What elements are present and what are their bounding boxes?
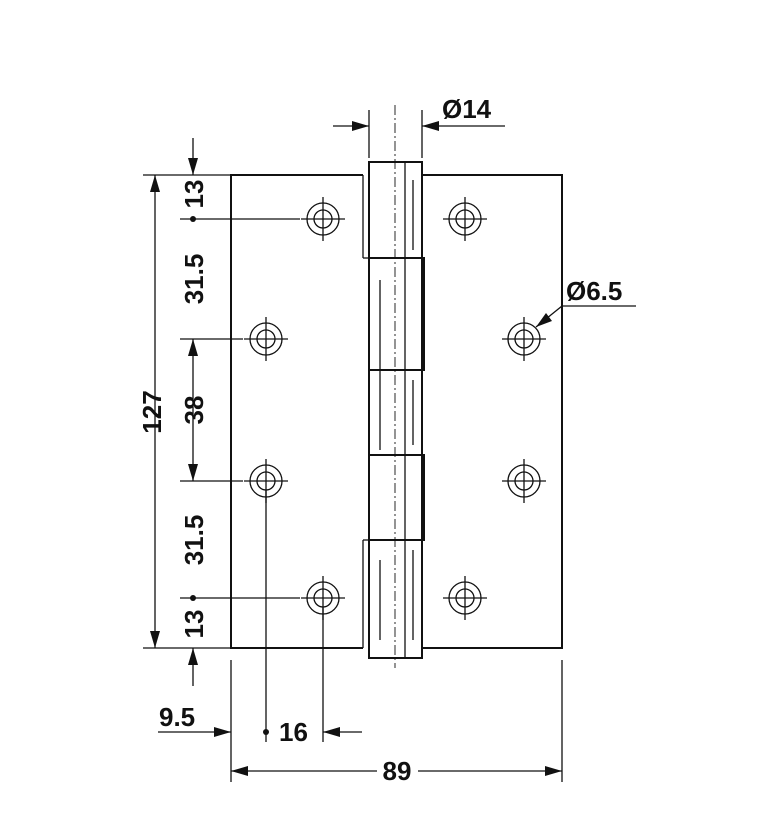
- top-offset-label: 13: [179, 180, 209, 209]
- screw-hole: [502, 459, 546, 503]
- vertical-spacing-chain: [180, 138, 300, 686]
- left-leaf-outline: [230, 174, 363, 649]
- height-dimension: [143, 174, 231, 649]
- hole-inset-label: 16: [279, 717, 308, 747]
- pin-diameter-dimension: [333, 110, 505, 158]
- screw-hole: [244, 317, 288, 361]
- lower-spacing-label: 31.5: [179, 515, 209, 566]
- screw-hole: [443, 576, 487, 620]
- hinge-knuckle: [362, 161, 425, 659]
- hole-diameter-leader: [535, 305, 636, 328]
- edge-offset-label: 9.5: [159, 702, 195, 732]
- width-dimension: [231, 660, 563, 782]
- bottom-offset-label: 13: [179, 610, 209, 639]
- upper-spacing-label: 31.5: [179, 254, 209, 305]
- horizontal-offset-dimensions: [158, 490, 362, 782]
- width-label: 89: [383, 756, 412, 786]
- hole-diameter-label: Ø6.5: [566, 276, 622, 306]
- right-leaf-outline: [422, 174, 563, 649]
- middle-spacing-label: 38: [179, 396, 209, 425]
- pin-diameter-label: Ø14: [442, 94, 492, 124]
- screw-hole: [443, 197, 487, 241]
- height-label: 127: [137, 390, 167, 433]
- screw-hole: [502, 317, 546, 361]
- screw-hole: [301, 197, 345, 241]
